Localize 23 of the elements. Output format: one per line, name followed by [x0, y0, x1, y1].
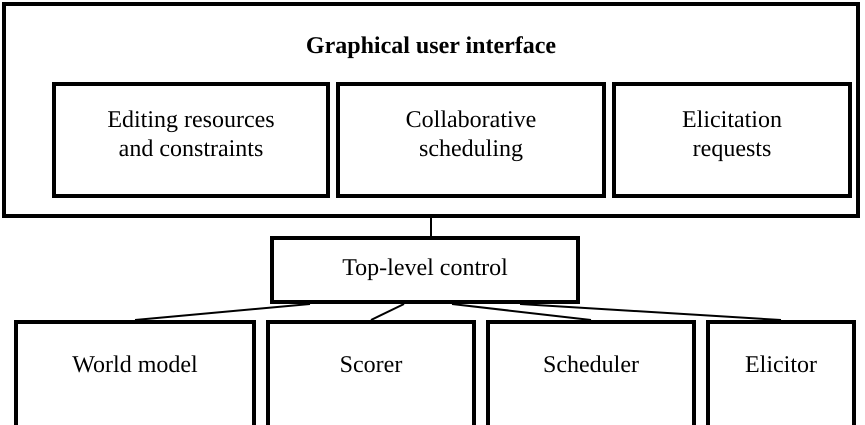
- connector-line: [430, 218, 432, 236]
- connector-line: [520, 303, 782, 321]
- connector-line: [134, 303, 310, 321]
- component-box: [336, 82, 606, 198]
- component-label: Top-level control: [341, 254, 509, 283]
- connector-line: [452, 303, 592, 321]
- component-label: Elicitation requests: [681, 106, 783, 164]
- container-box: [2, 2, 860, 218]
- component-box: [706, 320, 856, 425]
- component-box: [612, 82, 852, 198]
- component-box: [486, 320, 696, 425]
- connector-line: [370, 303, 404, 321]
- component-box: [52, 82, 330, 198]
- component-label: Elicitor: [744, 351, 818, 380]
- container-title: Graphical user interface: [304, 32, 558, 61]
- component-box: [14, 320, 256, 425]
- component-label: Scorer: [338, 351, 404, 380]
- component-box: [266, 320, 476, 425]
- component-label: Collaborative scheduling: [404, 106, 538, 164]
- component-label: World model: [71, 351, 199, 380]
- component-label: Scheduler: [542, 351, 640, 380]
- component-box: [270, 236, 580, 304]
- component-label: Editing resources and constraints: [106, 106, 276, 164]
